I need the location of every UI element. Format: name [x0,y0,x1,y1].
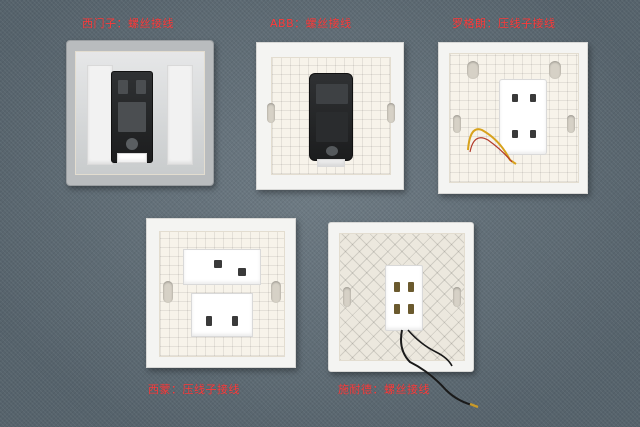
schneider-mount-hole [453,287,461,307]
simon-terminal-block-bottom [191,293,253,337]
legrand-keyhole [549,61,561,79]
siemens-switch-module [111,71,153,163]
legrand-keyhole [467,61,479,79]
caption-bottom-right: 施耐德：螺丝接线 [338,383,430,396]
switch-back-siemens [66,40,214,186]
legrand-push-terminal [512,94,518,102]
switch-back-schneider [328,222,474,372]
schneider-terminal-block [385,265,423,331]
legrand-push-terminal [530,130,536,138]
switch-back-legrand [438,42,588,194]
siemens-terminal-slot [136,80,146,94]
schneider-screw-terminal [394,282,400,292]
legrand-push-terminal [530,94,536,102]
abb-bottom-tab [317,159,345,167]
simon-mount-hole [271,281,281,303]
simon-push-terminal [238,268,246,276]
caption-top-center: ABB：螺丝接线 [270,17,352,30]
schneider-screw-terminal [408,304,414,314]
siemens-terminal-slot [118,102,146,132]
legrand-mount-hole [453,115,461,133]
siemens-right-bracket [167,65,193,165]
siemens-left-bracket [87,65,113,165]
caption-top-left: 西门子：螺丝接线 [82,17,174,30]
schneider-screw-terminal [408,282,414,292]
schneider-mount-hole [343,287,351,307]
caption-top-right: 罗格朗：压线子接线 [452,17,556,30]
simon-push-terminal [214,260,222,268]
legrand-push-terminal [512,130,518,138]
legrand-terminal-block [499,79,547,155]
caption-bottom-left: 西蒙：压线子接线 [148,383,240,396]
abb-label-area [316,84,348,104]
siemens-screw-head [126,138,138,150]
legrand-mount-hole [567,115,575,133]
simon-push-terminal [232,316,238,326]
simon-push-terminal [206,316,212,326]
abb-mount-hole [387,103,395,123]
siemens-terminal-slot [118,80,128,94]
simon-mount-hole [163,281,173,303]
siemens-bottom-clip [117,153,147,163]
schneider-screw-terminal [394,304,400,314]
abb-terminal [316,112,348,142]
schneider-wire-tip [469,402,479,409]
abb-screw-head [326,146,338,156]
abb-mount-hole [267,103,275,123]
abb-switch-module [309,73,353,161]
switch-back-abb [256,42,404,190]
simon-terminal-block-top [183,249,261,285]
switch-back-simon [146,218,296,368]
